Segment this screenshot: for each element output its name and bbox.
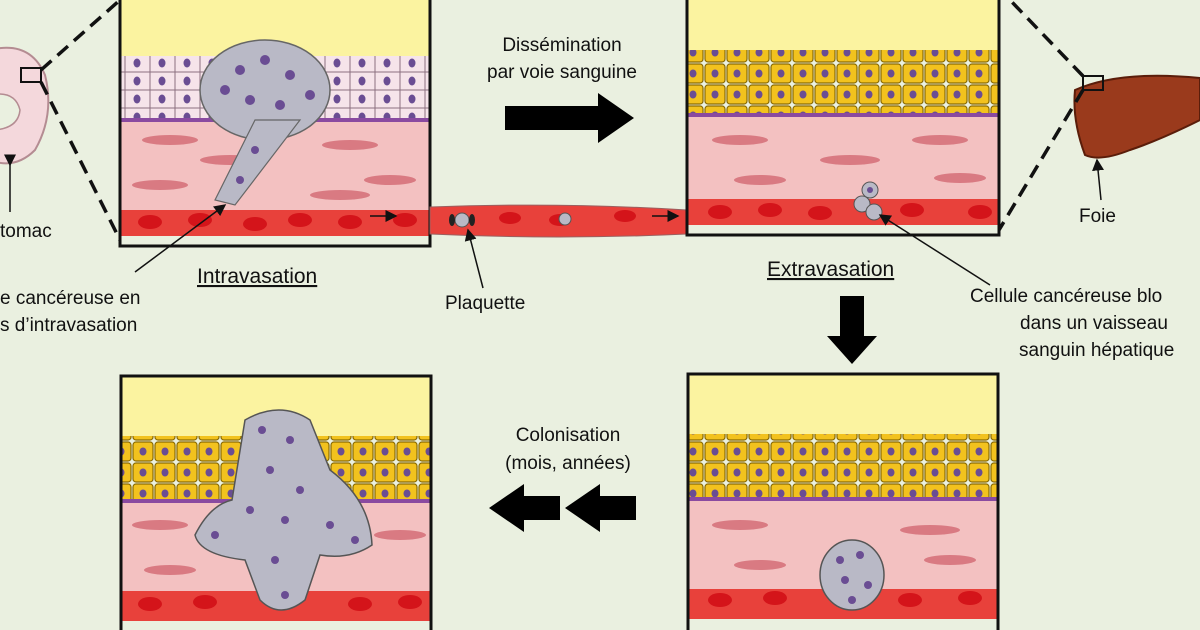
blocked-cell-label-line2: dans un vaisseau (1020, 313, 1168, 334)
callout-line (878, 214, 991, 286)
panel-micrometastasis (686, 372, 1000, 630)
intravasating-cell-label-line1: e cancéreuse en (0, 288, 141, 309)
dissemination-label-line1: Dissémination (502, 35, 621, 56)
blocked-cancer-cell (853, 181, 883, 221)
zoom-line (39, 81, 122, 241)
panel-macrometastasis (119, 374, 433, 630)
blocked-cell-label-line1: Cellule cancéreuse blo (970, 286, 1162, 307)
stomach (0, 46, 50, 165)
panel-extravasation (685, 0, 1001, 237)
arrow-left (565, 484, 636, 532)
callout-line (464, 228, 484, 289)
liver-zoom-box (1082, 75, 1104, 91)
connecting-vessel (370, 204, 707, 238)
arrow-left (489, 484, 560, 532)
fibroblasts (132, 135, 416, 200)
callout-line (134, 204, 227, 273)
callout-line (1092, 158, 1105, 201)
stomach-zoom-box (20, 67, 42, 83)
extravasation-title: Extravasation (767, 258, 894, 281)
intravasating-cell-label-line2: s d’intravasation (0, 315, 137, 336)
liver-label: Foie (1079, 206, 1116, 227)
panel-intravasation (118, 0, 432, 248)
arrow-right (505, 93, 634, 143)
dissemination-label-line2: par voie sanguine (487, 62, 637, 83)
zoom-line (997, 89, 1085, 231)
liver (1073, 74, 1200, 159)
macrometastasis-tumor (194, 409, 373, 611)
platelet-label: Plaquette (445, 293, 525, 314)
zoom-line (1008, 0, 1085, 78)
stomach-label: tomac (0, 221, 52, 242)
zoom-line (39, 0, 122, 72)
micrometastasis-cluster (819, 539, 885, 611)
arrow-down (827, 296, 877, 364)
colonisation-label-line2: (mois, années) (505, 453, 631, 474)
colonisation-label-line1: Colonisation (516, 425, 621, 446)
blocked-cell-label-line3: sanguin hépatique (1019, 340, 1174, 361)
red-blood-cells (138, 213, 417, 231)
tumor-cluster (199, 39, 331, 206)
intravasation-title: Intravasation (197, 265, 317, 288)
